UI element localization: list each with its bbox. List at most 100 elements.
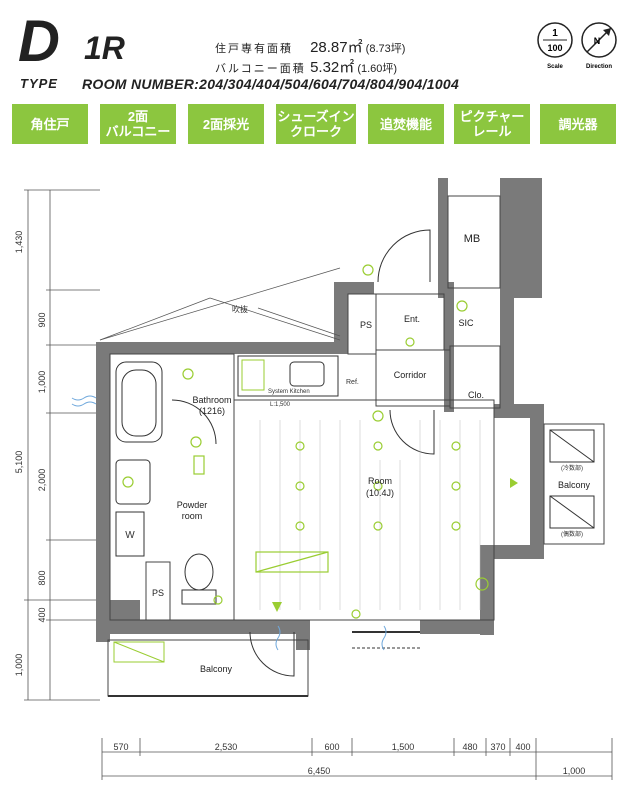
light-icon (213, 595, 223, 605)
feature-badge: 調光器 (540, 104, 616, 144)
outdoor-unit-label: (冷数部) (561, 464, 583, 472)
room-label: Room (368, 476, 392, 486)
room-number-list: ROOM NUMBER:204/304/404/504/604/704/804/… (82, 76, 460, 92)
dim-label: 370 (490, 742, 505, 752)
structural-walls (96, 178, 544, 650)
kitchen-label: System Kitchen (268, 389, 310, 395)
bathroom-label: Bathroom (192, 395, 231, 405)
flooring (259, 420, 481, 610)
powder-room-label: Powder (177, 500, 208, 510)
feature-badge: 追焚機能 (368, 104, 444, 144)
doors (171, 229, 435, 677)
outline-walls (107, 195, 605, 697)
dim-label: 400 (515, 742, 530, 752)
stove-icon (241, 359, 265, 391)
floor-plan: 1,430 900 1,000 5,100 2,000 800 400 1,00… (14, 178, 613, 780)
bathroom-size: (1216) (199, 406, 225, 416)
floor-area-label: 住戸専有面積 (215, 43, 293, 55)
scale-badge: 1 100 Scale (537, 22, 573, 70)
scale-top: 1 (552, 28, 558, 39)
feature-badge: 角住戸 (12, 104, 88, 144)
dim-total: 6,450 (308, 766, 331, 776)
light-icon (451, 521, 461, 531)
balcony-label: Balcony (558, 480, 591, 490)
light-icon (372, 410, 384, 422)
light-icon (362, 264, 374, 276)
washer-label: W (125, 530, 135, 541)
picture-rail-icon (255, 551, 329, 573)
dim-label: 570 (113, 742, 128, 752)
sic-label: SIC (458, 318, 474, 328)
dim-label: 1,000 (37, 371, 47, 394)
dim-label: 1,500 (392, 742, 415, 752)
light-icon (373, 441, 383, 451)
balcony-label: Balcony (200, 664, 233, 674)
bottom-dimension-labels: 570 2,530 600 1,500 480 370 400 6,450 1,… (113, 742, 585, 776)
toilet (181, 553, 217, 605)
arrow-head-icon (603, 28, 611, 36)
dim-label: 2,000 (37, 469, 47, 492)
mb-label: MB (464, 233, 481, 245)
type-label: TYPE (20, 76, 58, 91)
feature-badge: ピクチャー レール (454, 104, 530, 144)
ref-label: Ref. (346, 379, 359, 386)
room-labels: Room (10.4J) Bathroom (1216) Powder room… (152, 233, 591, 674)
floor-area-row: 住戸専有面積 28.87㎡ (8.73坪) (215, 36, 405, 57)
light-icon (351, 609, 361, 619)
sink-icon (289, 361, 325, 387)
balcony-door (249, 631, 295, 677)
scale-direction-legend: 1 100 Scale N Direction (537, 22, 617, 70)
closet-label: Clo. (468, 390, 484, 400)
light-icon (182, 368, 194, 380)
void-area (99, 267, 341, 341)
left-dimension-labels: 1,430 900 1,000 5,100 2,000 800 400 1,00… (14, 231, 47, 677)
corridor-label: Corridor (394, 370, 427, 380)
bottom-dimension-lines (101, 738, 613, 780)
direction-badge: N Direction (581, 22, 617, 70)
arrow-markers (272, 478, 518, 612)
balcony-area-tsubo: (1.60坪) (357, 63, 398, 75)
room-size: (10.4J) (366, 488, 394, 498)
north-letter: N (594, 36, 601, 46)
dim-label: 2,530 (215, 742, 238, 752)
kitchen-length: L:1,500 (270, 402, 291, 408)
dim-label: 1,430 (14, 231, 24, 254)
light-icon (373, 521, 383, 531)
room-door (389, 409, 435, 455)
light-icon (451, 481, 461, 491)
ventilation-marks (71, 395, 387, 651)
light-icon (122, 476, 134, 488)
feature-badge: 2面 バルコニー (100, 104, 176, 144)
balcony-area-value: 5.32㎡ (310, 59, 355, 76)
dim-extra: 1,000 (563, 766, 586, 776)
heater-icon (193, 455, 205, 475)
vanity (115, 459, 151, 505)
dim-label: 900 (37, 312, 47, 327)
dim-label: 1,000 (14, 654, 24, 677)
entrance-label: Ent. (404, 314, 420, 324)
dim-label: 480 (462, 742, 477, 752)
type-letter: D (18, 9, 60, 74)
ps-label: PS (360, 320, 372, 330)
feature-badge: 2面採光 (188, 104, 264, 144)
feature-badge: シューズイン クローク (276, 104, 356, 144)
outdoor-unit-label: (偶数部) (561, 530, 583, 538)
light-icon (295, 521, 305, 531)
balcony-area-label: バルコニー面積 (215, 63, 306, 75)
entrance-door (377, 229, 431, 283)
light-icon (451, 441, 461, 451)
left-dimension-lines (24, 189, 100, 701)
scale-bottom: 100 (547, 43, 562, 53)
bath-door (171, 399, 217, 445)
electrical-fixtures (122, 264, 489, 619)
dim-label: 5,100 (14, 451, 24, 474)
dim-label: 600 (324, 742, 339, 752)
light-icon (373, 481, 383, 491)
direction-caption: Direction (586, 64, 612, 70)
bathtub (115, 361, 163, 443)
ps-label: PS (152, 588, 164, 598)
outdoor-units (549, 429, 595, 529)
floor-area-value: 28.87㎡ (310, 39, 363, 56)
scale-caption: Scale (547, 64, 563, 70)
layout-name: 1R (84, 30, 125, 66)
